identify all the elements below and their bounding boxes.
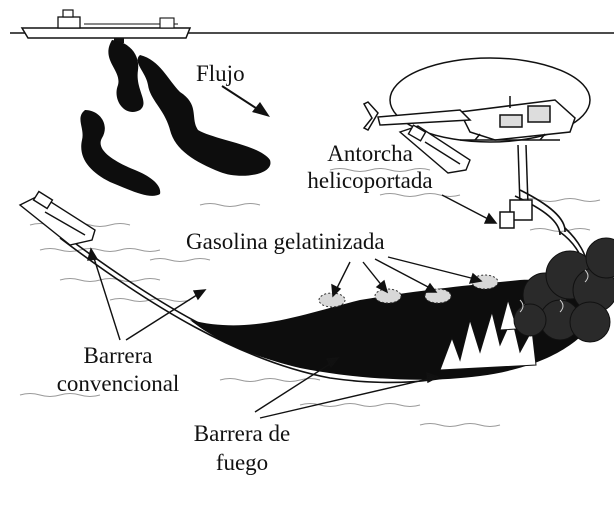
- conventional-boom-label-line1: Barrera: [84, 342, 153, 369]
- flow-arrow: [222, 86, 270, 117]
- gelled-gasoline-label: Gasolina gelatinizada: [186, 228, 385, 255]
- torch-pointer: [442, 195, 496, 223]
- conventional-boom-arrows: [88, 249, 205, 340]
- smoke-cloud-icon: [514, 238, 614, 342]
- fire-boom-label-line1: Barrera de: [194, 420, 290, 447]
- tug-boat-icon: [20, 192, 95, 245]
- tanker-ship-icon: [22, 10, 190, 43]
- flow-label: Flujo: [196, 60, 245, 87]
- fire-boom-label-line2: fuego: [216, 449, 268, 476]
- conventional-boom-label-line2: convencional: [57, 370, 180, 397]
- torch-label-line1: Antorcha: [327, 140, 413, 167]
- torch-label-line2: helicoportada: [307, 167, 432, 194]
